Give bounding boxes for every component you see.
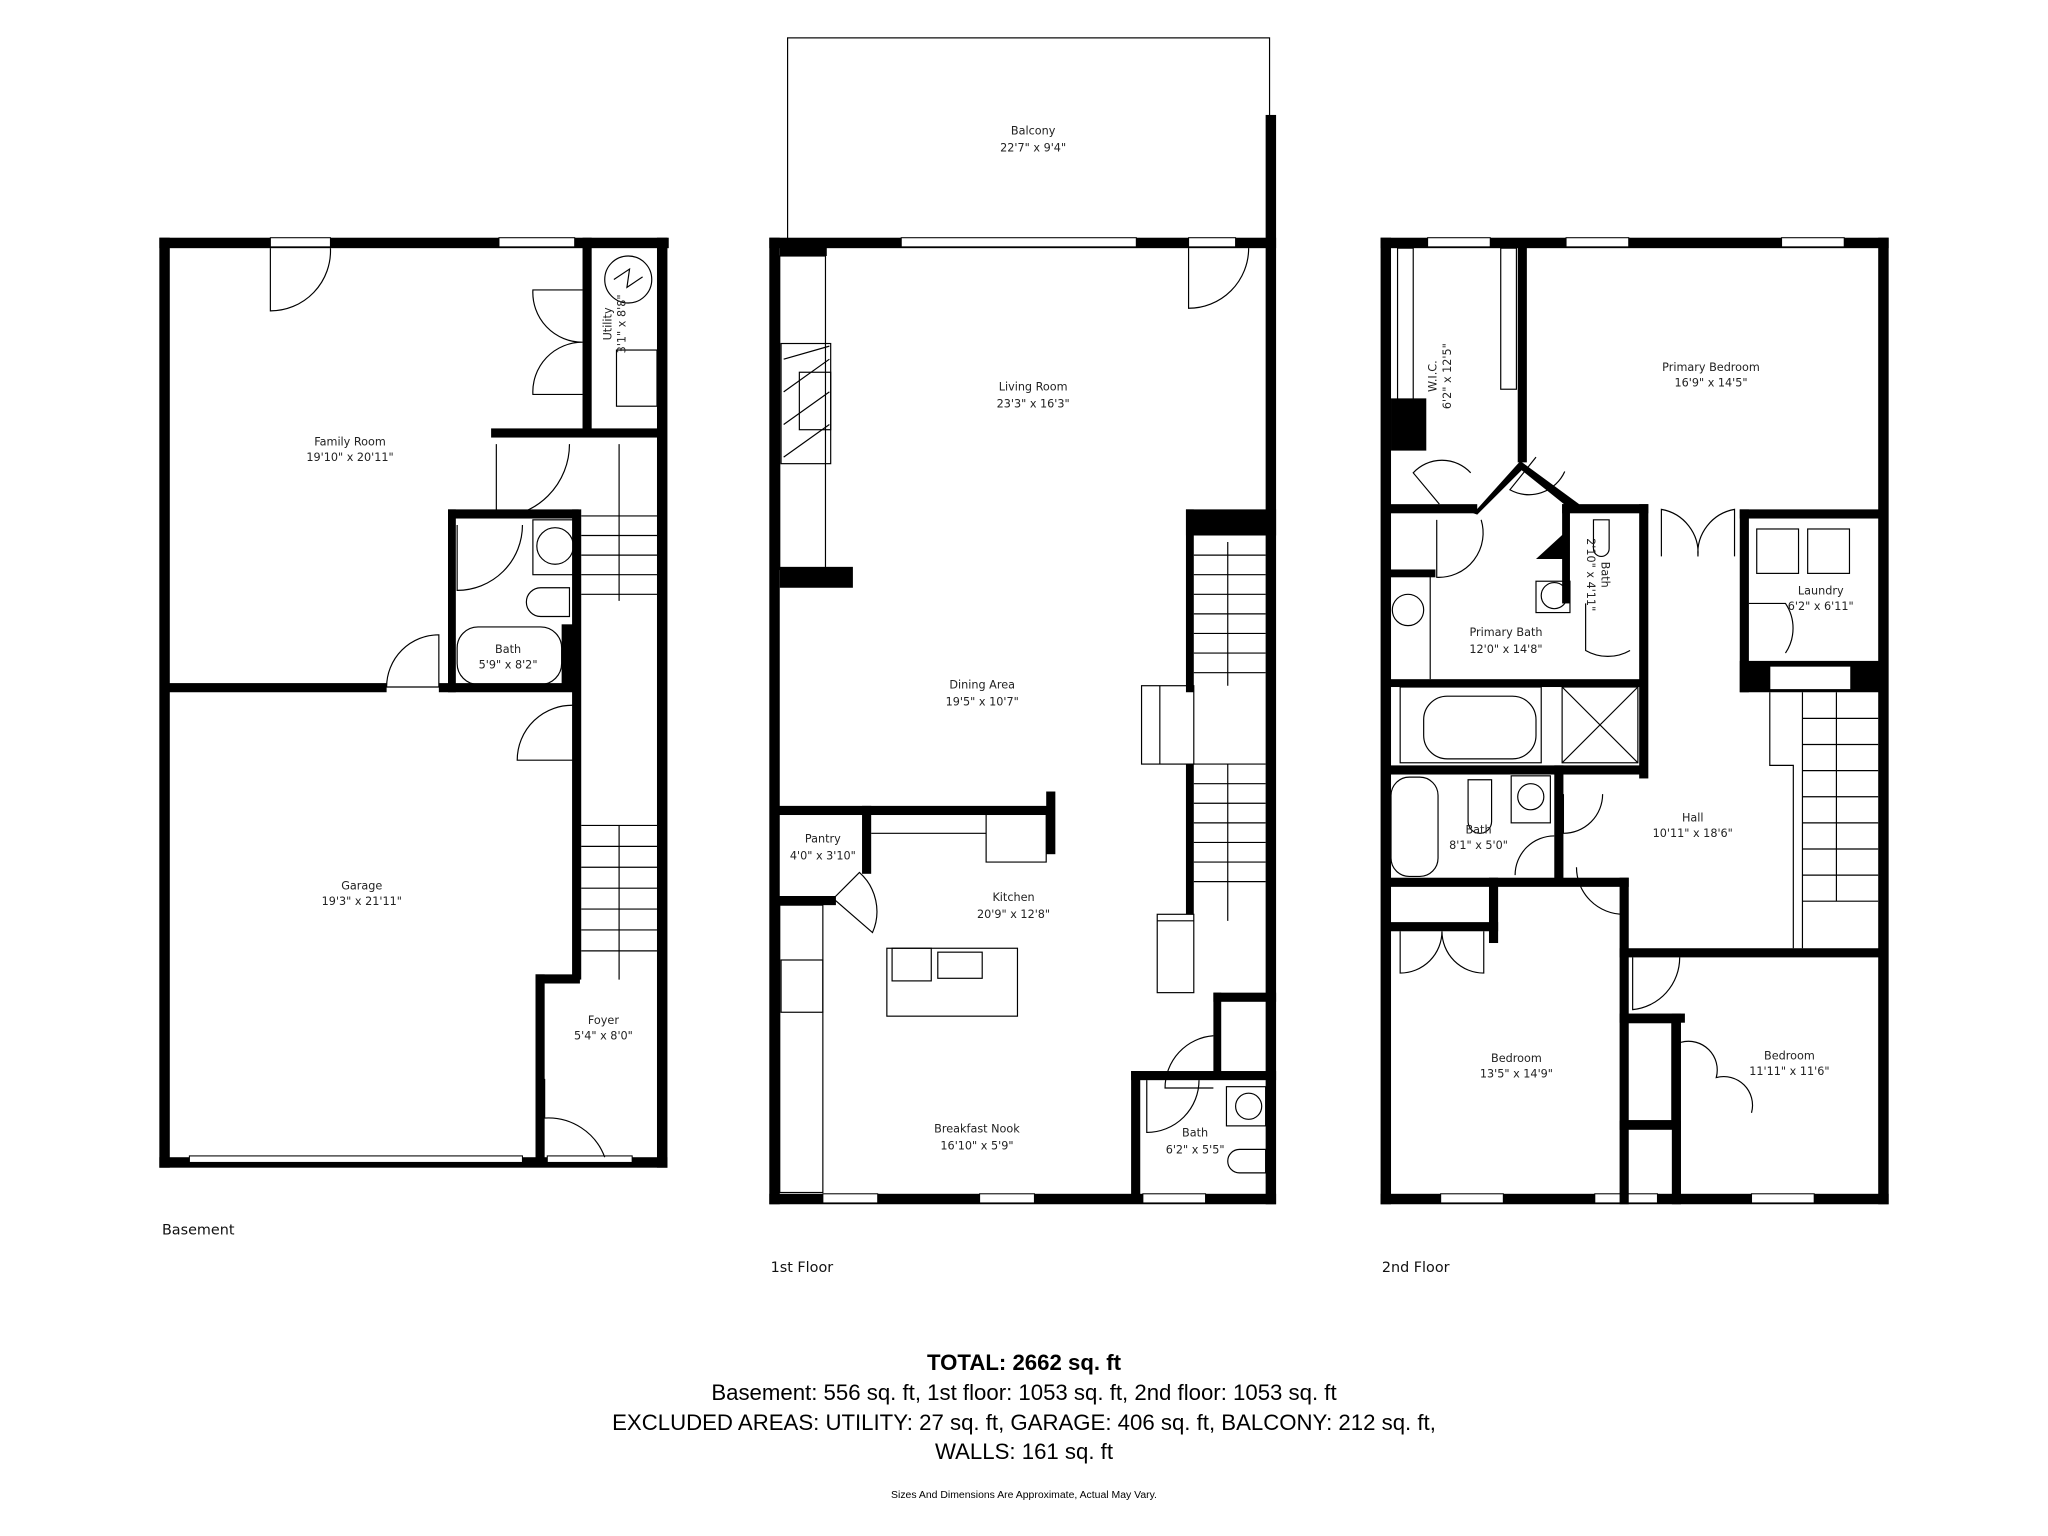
room-name: Primary Bedroom <box>1662 361 1760 374</box>
room-name: Bath <box>1465 823 1491 836</box>
room-name: Family Room <box>314 435 386 448</box>
room-dims: 19'3" x 21'11" <box>322 895 402 908</box>
floor-label-first: 1st Floor <box>771 1260 834 1276</box>
room-dims: 4'0" x 3'10" <box>790 849 856 862</box>
area-summary: TOTAL: 2662 sq. ft Basement: 556 sq. ft,… <box>612 1350 1436 1501</box>
room-name: W.I.C. <box>1427 360 1440 392</box>
floor-label-basement: Basement <box>162 1222 235 1238</box>
second-floor-labels: W.I.C. 6'2" x 12'5" Primary Bedroom 16'9… <box>1382 343 1854 1276</box>
room-dims: 19'5" x 10'7" <box>946 695 1019 708</box>
room-name: Utility <box>601 307 614 340</box>
room-name: Primary Bath <box>1469 626 1542 639</box>
room-name: Garage <box>341 879 382 892</box>
basement-plan <box>159 237 669 1168</box>
room-name: Hall <box>1682 812 1704 825</box>
room-dims: 10'11" x 18'6" <box>1653 827 1733 840</box>
room-name: Bath <box>1598 562 1611 588</box>
room-name: Bath <box>1182 1126 1208 1139</box>
room-dims: 8'1" x 5'0" <box>1449 839 1508 852</box>
room-name: Bath <box>495 643 521 656</box>
room-name: Breakfast Nook <box>934 1122 1020 1135</box>
basement-labels: Family Room 19'10" x 20'11" Utility 3'1"… <box>162 295 633 1239</box>
disclaimer: Sizes And Dimensions Are Approximate, Ac… <box>891 1490 1157 1501</box>
room-dims: 16'9" x 14'5" <box>1674 377 1747 390</box>
room-dims: 3'1" x 8'8" <box>616 295 629 354</box>
room-dims: 6'2" x 6'11" <box>1788 600 1854 613</box>
excluded-areas: EXCLUDED AREAS: UTILITY: 27 sq. ft, GARA… <box>612 1410 1436 1435</box>
floor-label-second: 2nd Floor <box>1382 1260 1450 1276</box>
total-area: TOTAL: 2662 sq. ft <box>927 1350 1122 1375</box>
room-dims: 6'2" x 12'5" <box>1441 343 1454 409</box>
room-dims: 13'5" x 14'9" <box>1480 1068 1553 1081</box>
room-dims: 19'10" x 20'11" <box>306 451 393 464</box>
room-dims: 5'9" x 8'2" <box>479 659 538 672</box>
floor-areas: Basement: 556 sq. ft, 1st floor: 1053 sq… <box>711 1380 1336 1405</box>
first-floor-plan <box>769 37 1277 1205</box>
room-name: Living Room <box>999 381 1068 394</box>
second-floor-plan <box>1380 237 1889 1205</box>
walls-area: WALLS: 161 sq. ft <box>935 1439 1113 1464</box>
room-dims: 16'10" x 5'9" <box>940 1139 1013 1152</box>
room-name: Kitchen <box>992 891 1034 904</box>
room-name: Pantry <box>805 832 841 845</box>
room-dims: 23'3" x 16'3" <box>997 398 1070 411</box>
room-dims: 20'9" x 12'8" <box>977 908 1050 921</box>
room-dims: 6'2" x 5'5" <box>1166 1143 1225 1156</box>
room-dims: 2'10" x 4'11" <box>1584 538 1597 611</box>
room-name: Balcony <box>1011 125 1056 138</box>
room-dims: 5'4" x 8'0" <box>574 1030 633 1043</box>
room-name: Laundry <box>1798 584 1844 597</box>
room-name: Foyer <box>588 1014 619 1027</box>
room-name: Dining Area <box>949 678 1015 691</box>
first-floor-labels: Balcony 22'7" x 9'4" Living Room 23'3" x… <box>771 125 1225 1277</box>
room-name: Bedroom <box>1764 1049 1815 1062</box>
room-dims: 11'11" x 11'6" <box>1749 1065 1829 1078</box>
room-name: Bedroom <box>1491 1052 1542 1065</box>
room-dims: 22'7" x 9'4" <box>1000 142 1066 155</box>
room-dims: 12'0" x 14'8" <box>1469 643 1542 656</box>
